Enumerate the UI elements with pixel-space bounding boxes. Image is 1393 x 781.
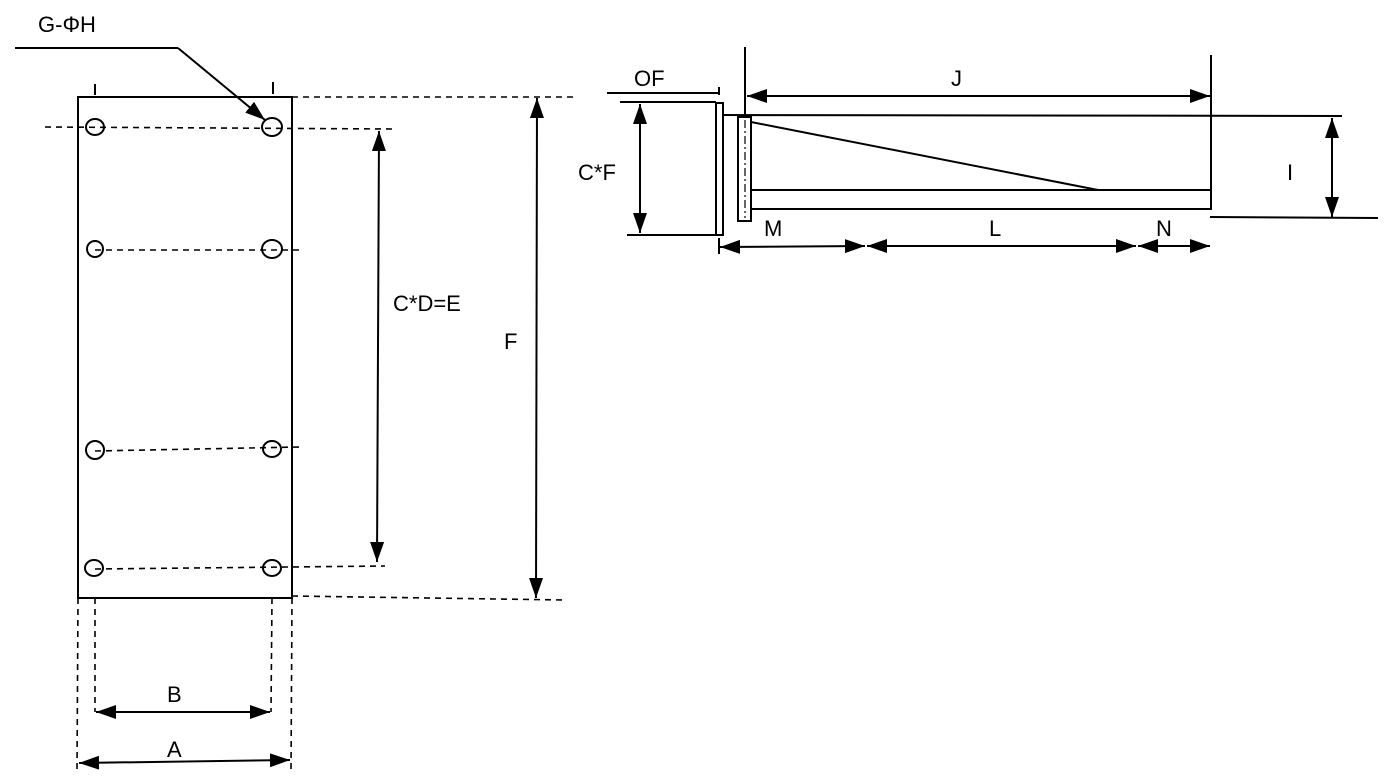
mounting-holes (84, 117, 283, 577)
plate-outline (77, 96, 293, 599)
hole (262, 440, 282, 458)
leader-arrow (177, 47, 266, 121)
front-view: G-ΦH C*D=E F B A (15, 12, 578, 773)
m-label: M (764, 216, 782, 241)
inner-width-label: B (167, 682, 182, 707)
hole (261, 117, 283, 137)
side-view: OF C*F J I M L N (578, 47, 1379, 254)
hole (86, 240, 104, 258)
l-label: L (989, 216, 1001, 241)
height-label: F (504, 329, 517, 354)
outer-width-dimension (78, 753, 291, 770)
flange-height-label: C*F (578, 160, 616, 185)
flange-label: OF (634, 66, 665, 91)
hole (261, 239, 283, 259)
depth-label: I (1287, 160, 1293, 185)
hole (84, 559, 104, 577)
hole (85, 440, 105, 460)
length-label: J (951, 66, 962, 91)
mount-bracket (737, 116, 752, 222)
body-taper (750, 121, 1099, 191)
outer-width-label: A (167, 737, 182, 762)
holes-label: G-ΦH (38, 12, 96, 37)
flange (715, 102, 724, 236)
hole-pitch-dimension (370, 130, 386, 563)
extension-lines (44, 82, 578, 773)
hole-pitch-label: C*D=E (393, 291, 461, 316)
n-label: N (1156, 216, 1172, 241)
body-top-edge (722, 114, 1343, 117)
height-dimension (529, 97, 544, 599)
m-dimension (719, 239, 866, 254)
